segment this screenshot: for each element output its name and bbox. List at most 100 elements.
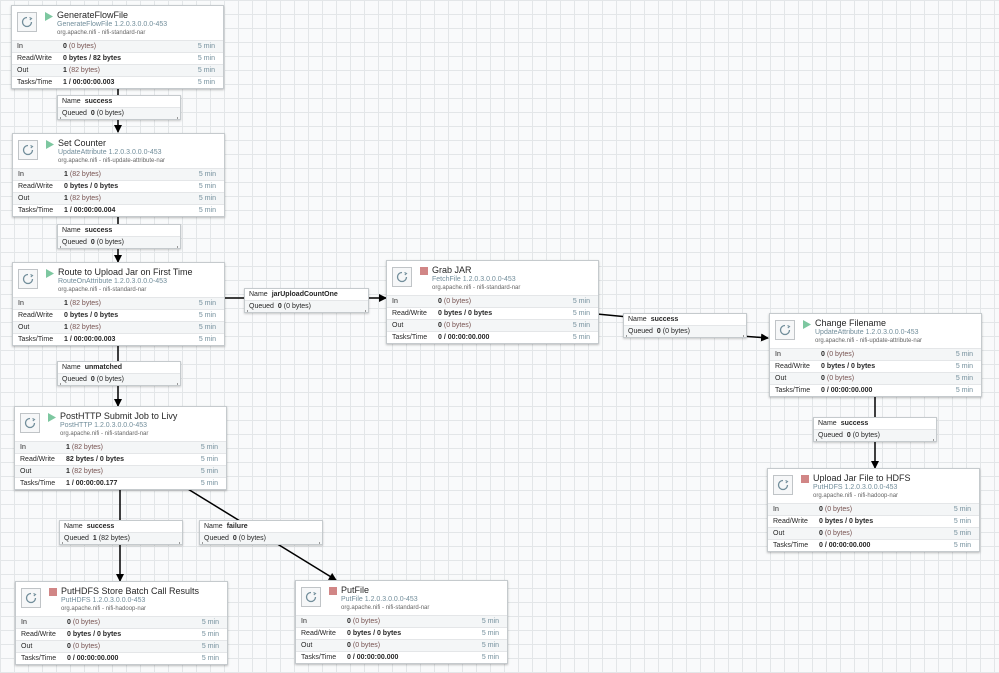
processor-type: PutHDFS 1.2.0.3.0.0.0-453 bbox=[813, 484, 898, 491]
processor-bundle: org.apache.nifi - nifi-standard-nar bbox=[432, 285, 521, 291]
processor-icon bbox=[21, 588, 41, 608]
processor-name: PutHDFS Store Batch Call Results bbox=[61, 586, 200, 596]
running-icon bbox=[48, 413, 56, 422]
processor-bundle: org.apache.nifi - nifi-update-attribute-… bbox=[815, 338, 923, 344]
queue-progress-bar bbox=[247, 310, 366, 312]
processor-bundle: org.apache.nifi - nifi-hadoop-nar bbox=[61, 606, 147, 612]
processor-type: PutHDFS 1.2.0.3.0.0.0-453 bbox=[61, 597, 146, 604]
processor-icon bbox=[18, 140, 38, 160]
queue-progress-bar bbox=[60, 117, 178, 119]
processor-putfile[interactable]: PutFile PutFile 1.2.0.3.0.0.0-453 org.ap… bbox=[295, 580, 508, 664]
queue-progress-bar bbox=[816, 439, 934, 441]
running-icon bbox=[46, 269, 54, 278]
processor-icon bbox=[20, 413, 40, 433]
processor-type: FetchFile 1.2.0.3.0.0.0-453 bbox=[432, 276, 516, 283]
processor-route-to-upload-jar[interactable]: Route to Upload Jar on First Time RouteO… bbox=[12, 262, 225, 346]
stopped-icon bbox=[801, 475, 809, 483]
running-icon bbox=[46, 140, 54, 149]
stopped-icon bbox=[420, 267, 428, 275]
processor-icon bbox=[773, 475, 793, 495]
processor-name: PutFile bbox=[341, 585, 370, 595]
processor-icon bbox=[301, 587, 321, 607]
processor-type: RouteOnAttribute 1.2.0.3.0.0.0-453 bbox=[58, 278, 167, 285]
processor-name: PostHTTP Submit Job to Livy bbox=[60, 411, 178, 421]
processor-set-counter[interactable]: Set Counter UpdateAttribute 1.2.0.3.0.0.… bbox=[12, 133, 225, 217]
processor-type: PostHTTP 1.2.0.3.0.0.0-453 bbox=[60, 422, 148, 429]
processor-upload-jar-to-hdfs[interactable]: Upload Jar File to HDFS PutHDFS 1.2.0.3.… bbox=[767, 468, 980, 552]
processor-icon bbox=[18, 269, 38, 289]
processor-generateflowfile[interactable]: GenerateFlowFile GenerateFlowFile 1.2.0.… bbox=[11, 5, 224, 89]
queue-progress-bar bbox=[60, 383, 178, 385]
processor-type: PutFile 1.2.0.3.0.0.0-453 bbox=[341, 596, 418, 603]
processor-bundle: org.apache.nifi - nifi-standard-nar bbox=[341, 605, 430, 611]
processor-posthttp-submit-job[interactable]: PostHTTP Submit Job to Livy PostHTTP 1.2… bbox=[14, 406, 227, 490]
processor-change-filename[interactable]: Change Filename UpdateAttribute 1.2.0.3.… bbox=[769, 313, 982, 397]
processor-name: Upload Jar File to HDFS bbox=[813, 473, 911, 483]
processor-puthdfs-store-batch[interactable]: PutHDFS Store Batch Call Results PutHDFS… bbox=[15, 581, 228, 665]
queue-progress-bar bbox=[626, 335, 744, 337]
queue-progress-bar bbox=[60, 246, 178, 248]
processor-name: Change Filename bbox=[815, 318, 887, 328]
queue-progress-bar bbox=[202, 542, 320, 544]
processor-bundle: org.apache.nifi - nifi-standard-nar bbox=[58, 287, 147, 293]
processor-name: GenerateFlowFile bbox=[57, 10, 129, 20]
processor-bundle: org.apache.nifi - nifi-standard-nar bbox=[57, 30, 146, 36]
processor-grab-jar[interactable]: Grab JAR FetchFile 1.2.0.3.0.0.0-453 org… bbox=[386, 260, 599, 344]
processor-name: Set Counter bbox=[58, 138, 107, 148]
stopped-icon bbox=[329, 587, 337, 595]
processor-name: Route to Upload Jar on First Time bbox=[58, 267, 193, 277]
processor-type: GenerateFlowFile 1.2.0.3.0.0.0-453 bbox=[57, 21, 168, 28]
running-icon bbox=[45, 12, 53, 21]
queue-progress-bar bbox=[62, 542, 180, 544]
processor-icon bbox=[392, 267, 412, 287]
processor-type: UpdateAttribute 1.2.0.3.0.0.0-453 bbox=[815, 329, 919, 336]
processor-icon bbox=[775, 320, 795, 340]
processor-bundle: org.apache.nifi - nifi-standard-nar bbox=[60, 431, 149, 437]
processor-icon bbox=[17, 12, 37, 32]
processor-bundle: org.apache.nifi - nifi-update-attribute-… bbox=[58, 158, 166, 164]
